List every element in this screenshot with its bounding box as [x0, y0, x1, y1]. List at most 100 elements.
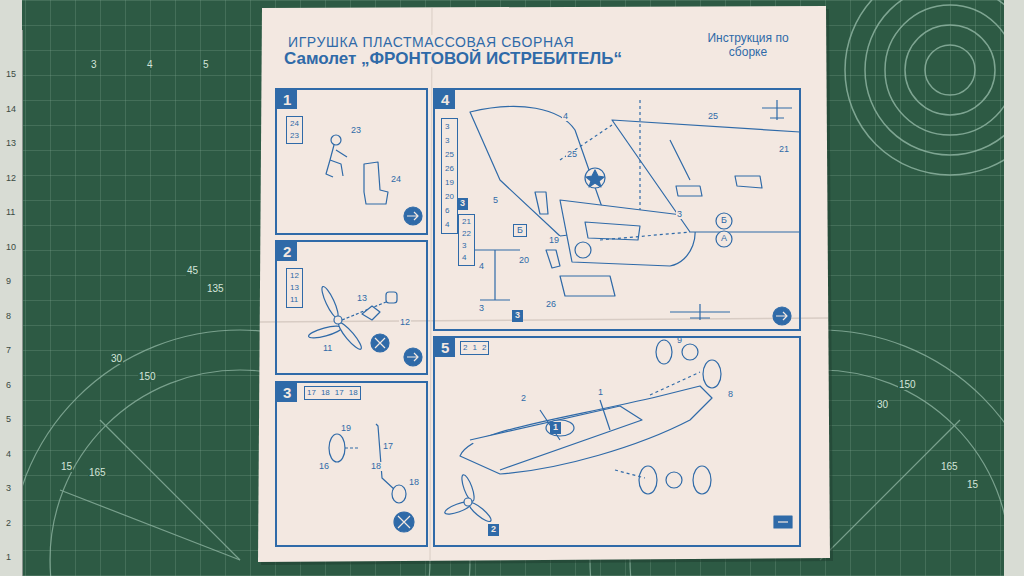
part-number: 2 — [463, 343, 467, 353]
callout-number: 26 — [545, 300, 557, 309]
part-number: 2 — [491, 525, 496, 535]
callout-number: 25 — [566, 150, 578, 159]
parts-list: 17 18 17 18 — [304, 386, 361, 400]
ruler-number: 14 — [5, 105, 17, 114]
parts-list: 212234 — [458, 214, 475, 266]
mat-number: 15 — [60, 462, 73, 472]
ruler-number: 2 — [5, 519, 12, 528]
parts-list: 212 — [460, 341, 489, 355]
part-number: Б — [517, 225, 523, 236]
part-number: 21 — [462, 216, 471, 228]
step-panel: 2121311 — [275, 240, 428, 375]
ruler-strip — [0, 0, 22, 576]
callout-number: А — [720, 234, 728, 243]
ruler-number: 7 — [5, 346, 12, 355]
mat-number: 15 — [966, 480, 979, 490]
callout-box: 3 — [512, 310, 523, 322]
mat-number: 150 — [898, 380, 917, 390]
ruler-number: 4 — [5, 450, 12, 459]
callout-number: 18 — [408, 478, 420, 487]
part-number: 3 — [462, 240, 471, 252]
mat-number: 5 — [202, 60, 210, 70]
paper-fold — [260, 318, 828, 322]
ruler-strip — [1004, 0, 1024, 576]
mat-number: 30 — [876, 400, 889, 410]
callout-number: 13 — [356, 294, 368, 303]
callout-number: 19 — [340, 424, 352, 433]
step-number: 3 — [277, 383, 297, 402]
mat-number: 4 — [146, 60, 154, 70]
callout-number: 12 — [399, 318, 411, 327]
mat-number: 150 — [138, 372, 157, 382]
callout-number: Б — [720, 216, 728, 225]
part-number: 2 — [482, 343, 486, 353]
callout-box: 3 — [457, 198, 468, 210]
callout-number: 8 — [727, 390, 734, 399]
part-number: 19 — [445, 176, 454, 190]
callout-number: 3 — [676, 210, 683, 219]
kit-name: Самолет „ФРОНТОВОЙ ИСТРЕБИТЕЛЬ“ — [283, 50, 623, 67]
step-panel: 1 24 23 — [275, 88, 428, 235]
paper-sheet — [258, 6, 830, 562]
callout-number: 21 — [778, 145, 790, 154]
callout-number: 23 — [350, 126, 362, 135]
ruler-number: 11 — [5, 208, 16, 217]
callout-number: 20 — [518, 256, 530, 265]
mat-number: 165 — [88, 468, 107, 478]
callout-number: 3 — [478, 304, 485, 313]
ruler-number: 12 — [5, 174, 17, 183]
callout-number: 19 — [548, 236, 560, 245]
ruler-number: 1 — [5, 553, 12, 562]
callout-number: 16 — [318, 462, 330, 471]
callout-number: 24 — [390, 175, 402, 184]
mat-rings — [845, 0, 1024, 175]
ruler-number: 9 — [5, 277, 12, 286]
ruler-number: 6 — [5, 381, 12, 390]
step-panel: 3 17 18 17 18 — [275, 381, 428, 547]
callout-number: 5 — [492, 196, 499, 205]
step-number: 5 — [435, 338, 455, 357]
sheet-title: ИГРУШКА ПЛАСТМАССОВАЯ СБОРНАЯ — [287, 35, 575, 49]
callout-box: Б — [513, 224, 527, 237]
part-number: 1 — [472, 343, 476, 353]
part-number: 12 — [290, 270, 299, 282]
callout-number: 11 — [322, 344, 333, 353]
part-number: 17 — [307, 388, 316, 398]
ruler-number: 10 — [5, 243, 17, 252]
part-number: 17 — [335, 388, 344, 398]
part-number: 11 — [290, 294, 299, 306]
callout-number: 17 — [382, 442, 394, 451]
parts-list: 332526192064 — [441, 118, 458, 234]
part-number: 6 — [445, 204, 454, 218]
step-panel: 521212 — [433, 336, 801, 547]
part-number: 3 — [445, 134, 454, 148]
step-panel: 433252619206421223433Б — [433, 88, 801, 331]
part-number: 3 — [515, 311, 520, 321]
sheet-note: Инструкция по сборке — [697, 31, 799, 60]
callout-box: 1 — [550, 422, 561, 434]
callout-number: 25 — [707, 112, 719, 121]
ruler-number: 8 — [5, 312, 12, 321]
step-number: 4 — [435, 90, 455, 109]
step-number: 1 — [277, 90, 297, 109]
part-number: 13 — [290, 282, 299, 294]
callout-number: 4 — [562, 112, 569, 121]
mat-number: 165 — [940, 462, 959, 472]
ruler-number: 3 — [5, 484, 12, 493]
mat-number: 30 — [110, 354, 123, 364]
mat-number: 3 — [90, 60, 98, 70]
part-number: 3 — [445, 120, 454, 134]
part-number: 22 — [462, 228, 471, 240]
part-number: 18 — [349, 388, 358, 398]
ruler-number: 15 — [5, 70, 17, 79]
part-number: 23 — [290, 130, 299, 142]
part-number: 4 — [462, 252, 471, 264]
part-number: 18 — [321, 388, 330, 398]
part-number: 4 — [445, 218, 454, 232]
callout-box: 2 — [488, 524, 499, 536]
assembly-illustrations — [308, 100, 800, 532]
part-number: 1 — [553, 423, 558, 433]
mat-number: 135 — [206, 284, 225, 294]
